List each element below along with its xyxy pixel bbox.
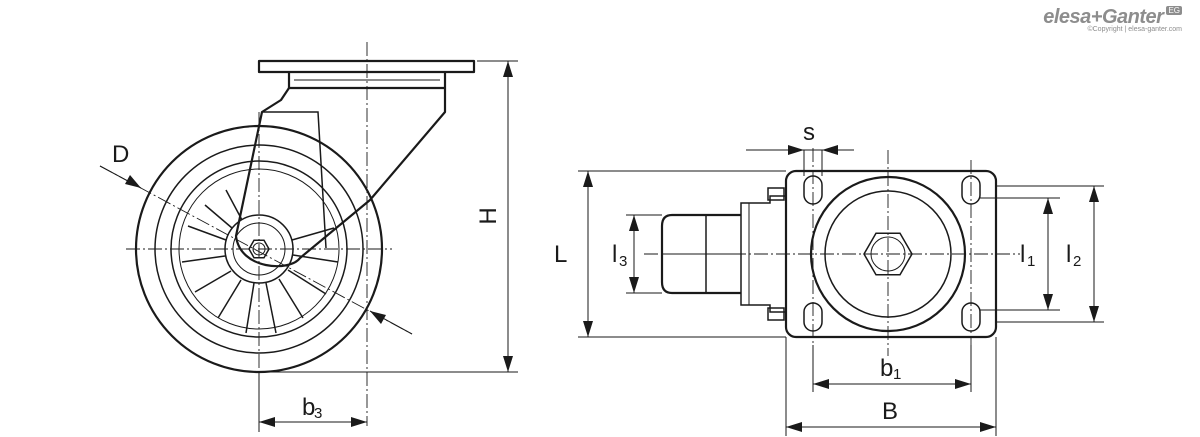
dim-l2-label: l (1066, 241, 1071, 268)
dim-l2-sub: 2 (1073, 253, 1081, 270)
dim-l1-sub: 1 (1027, 253, 1035, 270)
dim-l1-label: l (1020, 241, 1025, 268)
dim-b1-label: b (880, 355, 893, 382)
side-view: D H b 3 (99, 42, 518, 432)
dim-B-label: B (882, 398, 898, 425)
dim-b3-sub: 3 (314, 405, 322, 422)
dim-L-label: L (554, 241, 567, 268)
side-wheel-spokes (181, 189, 339, 334)
top-view: s L l 3 l 1 l 2 (554, 119, 1104, 436)
top-mounting-holes (803, 175, 981, 332)
side-top-plate (257, 59, 476, 74)
brand-copyright: ©Copyright | elesa-ganter.com (1087, 26, 1182, 33)
brand-name: elesa+Ganter (1043, 6, 1164, 28)
dim-l3-sub: 3 (619, 253, 627, 270)
dim-H-label: H (475, 207, 502, 224)
side-fork-arm (234, 87, 447, 268)
brand-badge: EG (1166, 6, 1182, 15)
dim-b1-sub: 1 (893, 366, 901, 383)
dim-D-label: D (112, 141, 129, 168)
dim-b3-label: b (302, 394, 315, 421)
dim-s-label: s (803, 119, 815, 146)
dim-l3-label: l (612, 241, 617, 268)
